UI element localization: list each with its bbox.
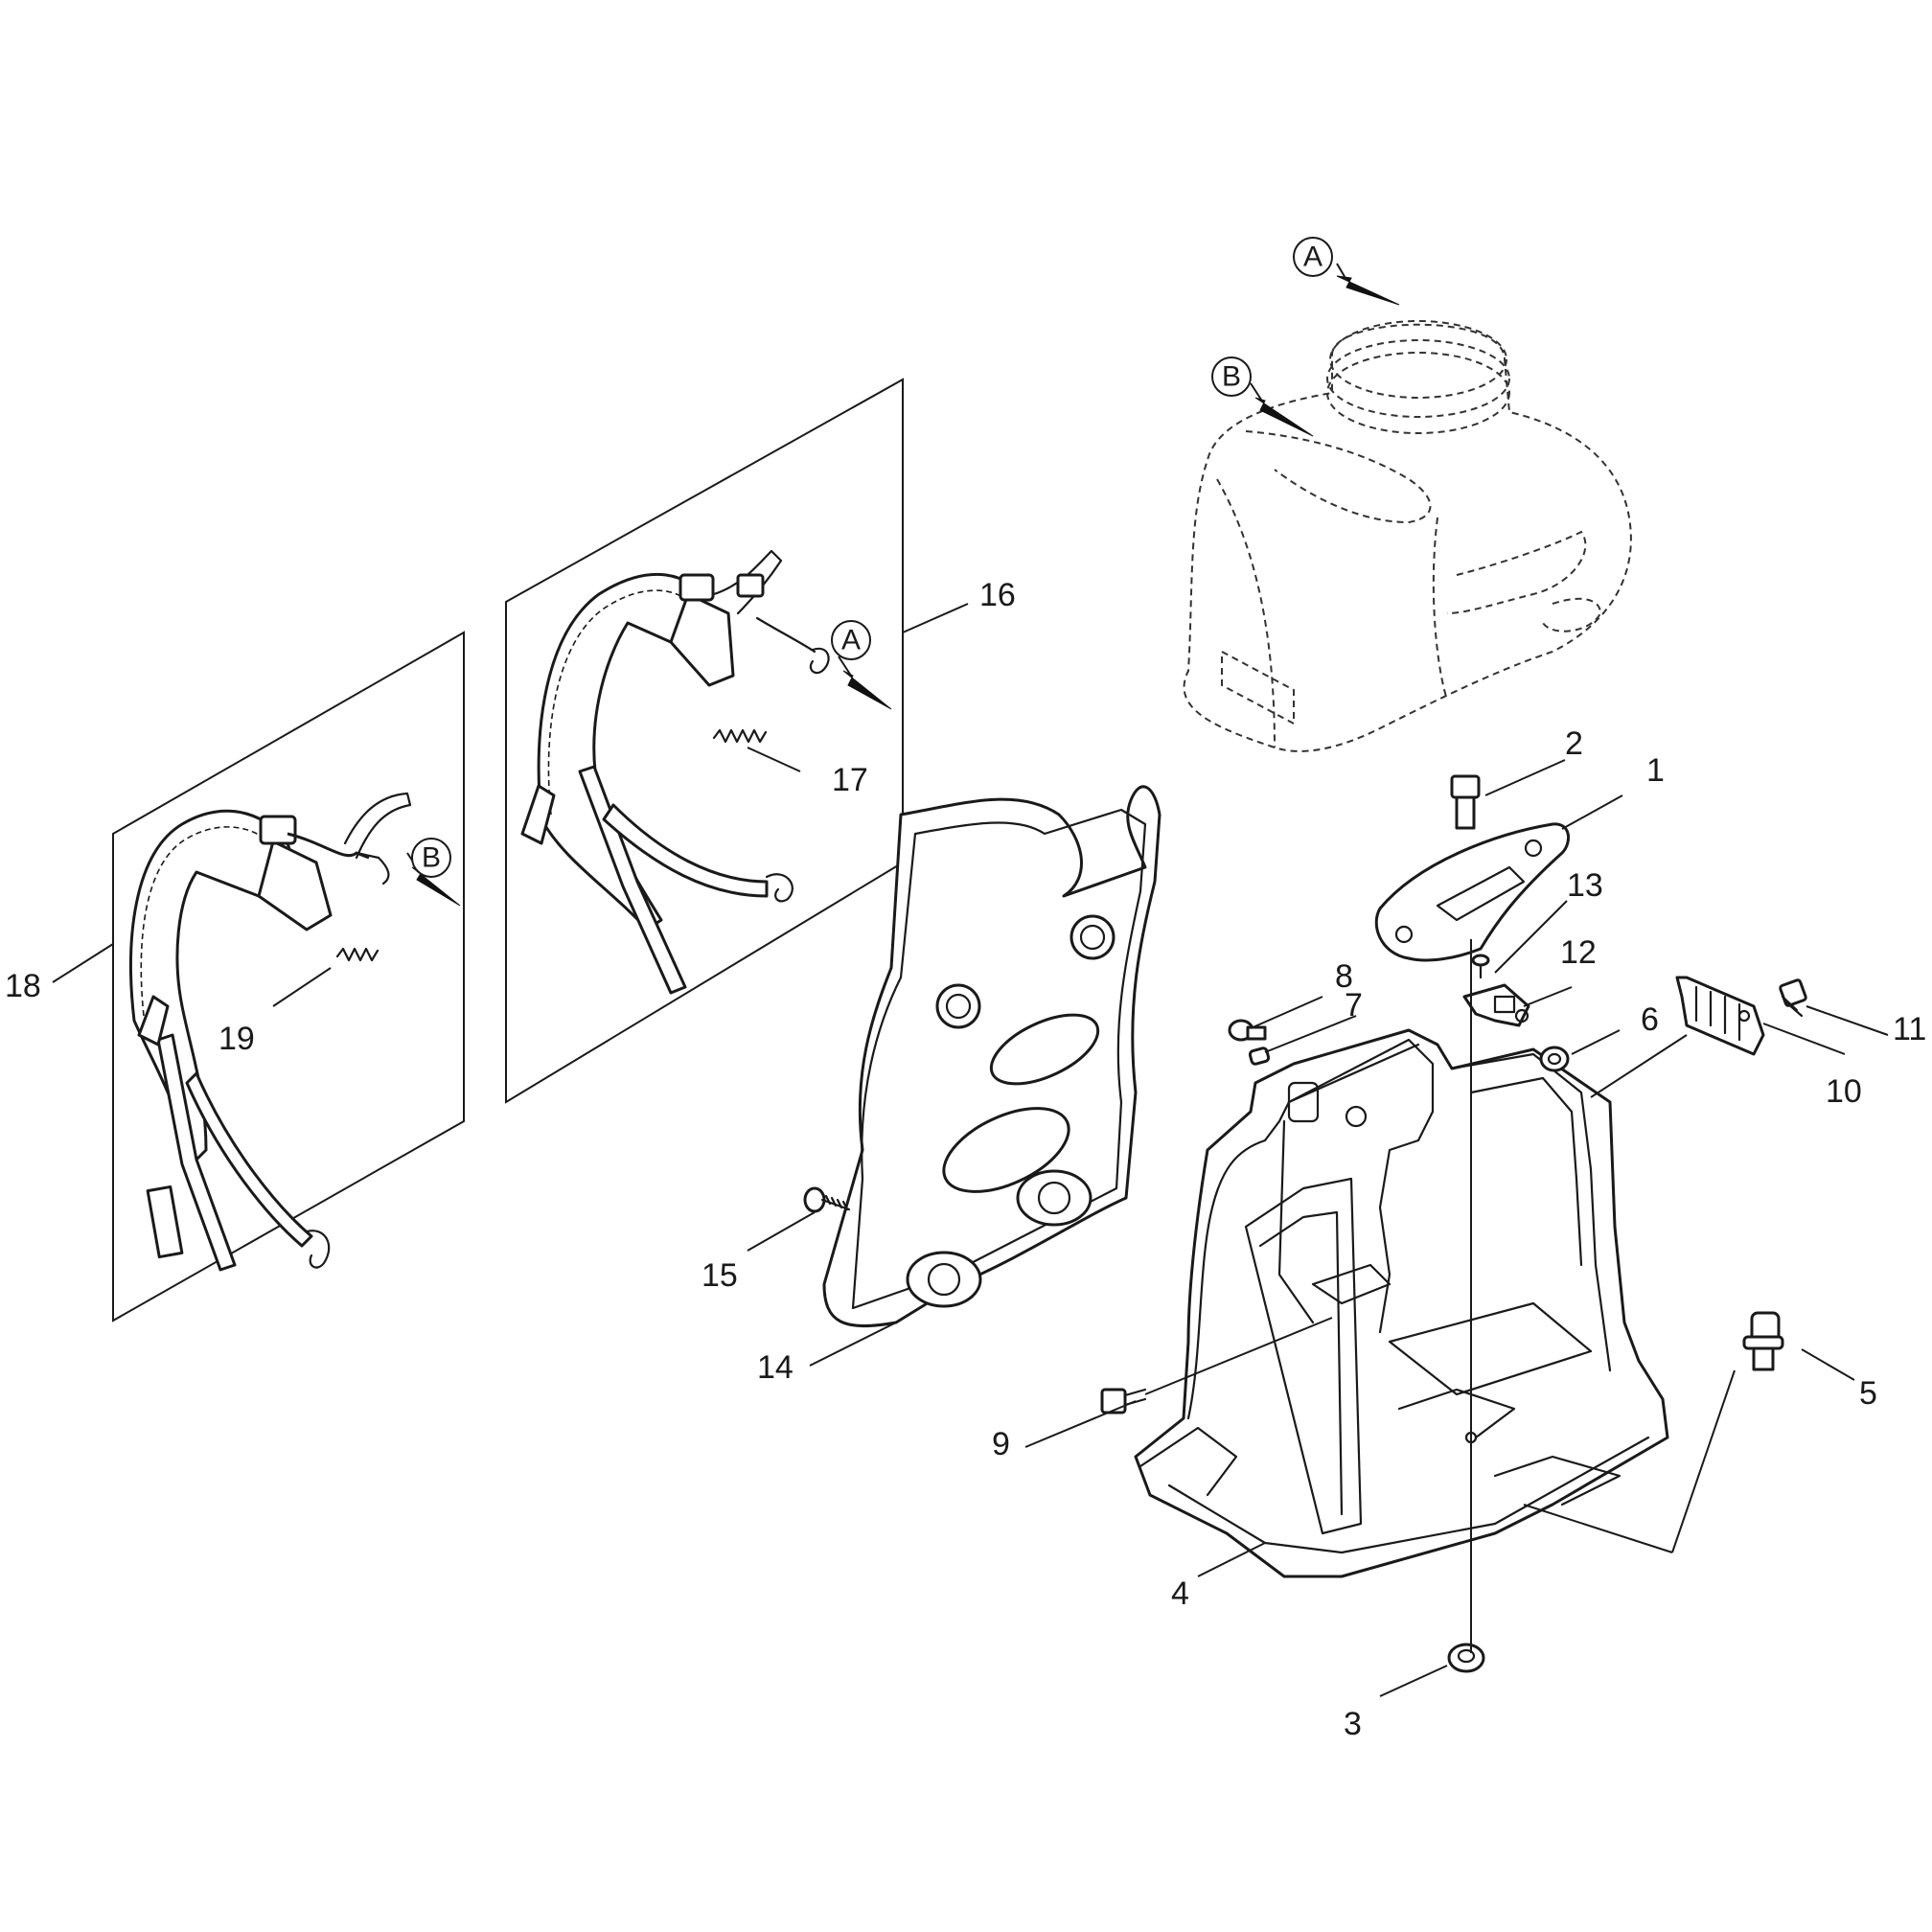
callout-11: 11: [1893, 1011, 1926, 1047]
callout-5: 5: [1859, 1375, 1877, 1412]
callout-1: 1: [1646, 752, 1665, 789]
strap-panel-16: [505, 378, 904, 1104]
callout-15: 15: [702, 1257, 738, 1294]
ref-marker-strap16: A: [831, 620, 871, 660]
latch-10: [1675, 976, 1765, 1056]
screw-15: [803, 1186, 851, 1213]
ref-marker-strap18: B: [411, 838, 451, 878]
bolt-8: [1228, 1019, 1267, 1042]
spring-17: [712, 728, 768, 744]
callout-10: 10: [1826, 1073, 1862, 1110]
ref-marker-tank-side: B: [1211, 356, 1252, 397]
bolt-11: [1779, 978, 1807, 1018]
callout-18: 18: [5, 968, 41, 1004]
callout-4: 4: [1171, 1576, 1189, 1612]
callout-13: 13: [1567, 867, 1603, 904]
ref-letter-a-strap: A: [841, 625, 861, 656]
nut-3: [1447, 1643, 1485, 1673]
grommet-5: [1742, 1311, 1784, 1371]
tank-phantom: [1183, 320, 1632, 752]
callout-2: 2: [1565, 725, 1583, 762]
ref-marker-tank-top: A: [1293, 237, 1333, 277]
bolt-2: [1450, 774, 1481, 830]
callout-14: 14: [757, 1349, 794, 1386]
spring-19: [335, 947, 380, 962]
callout-8: 8: [1335, 958, 1353, 995]
callout-9: 9: [992, 1426, 1010, 1462]
ref-letter-a-tank: A: [1303, 242, 1322, 273]
strap-panel-18: [112, 631, 465, 1322]
callout-12: 12: [1560, 934, 1597, 971]
leader-lines: [52, 603, 1889, 1697]
bushing-6: [1539, 1046, 1570, 1072]
ref-letter-b-strap: B: [422, 842, 441, 874]
callout-16: 16: [979, 577, 1016, 613]
callout-3: 3: [1344, 1706, 1362, 1742]
clip-12: [1462, 983, 1530, 1027]
callout-19: 19: [218, 1021, 255, 1057]
callout-17: 17: [832, 762, 868, 798]
frame-4: [1134, 1028, 1669, 1578]
pin-7: [1248, 1046, 1271, 1066]
callout-7: 7: [1345, 987, 1363, 1024]
callout-6: 6: [1641, 1001, 1659, 1038]
ref-letter-b-tank: B: [1222, 361, 1241, 393]
screw-13: [1471, 954, 1490, 979]
bracket-1: [1374, 822, 1571, 962]
ref-arrows: [406, 263, 1400, 907]
back-pad-14: [822, 785, 1162, 1328]
bolt-9: [1100, 1388, 1147, 1414]
callout-numbers: 1 2 3 4 5 6 7 8 9 10 11 12 13 14 15 16 1…: [5, 577, 1926, 1742]
